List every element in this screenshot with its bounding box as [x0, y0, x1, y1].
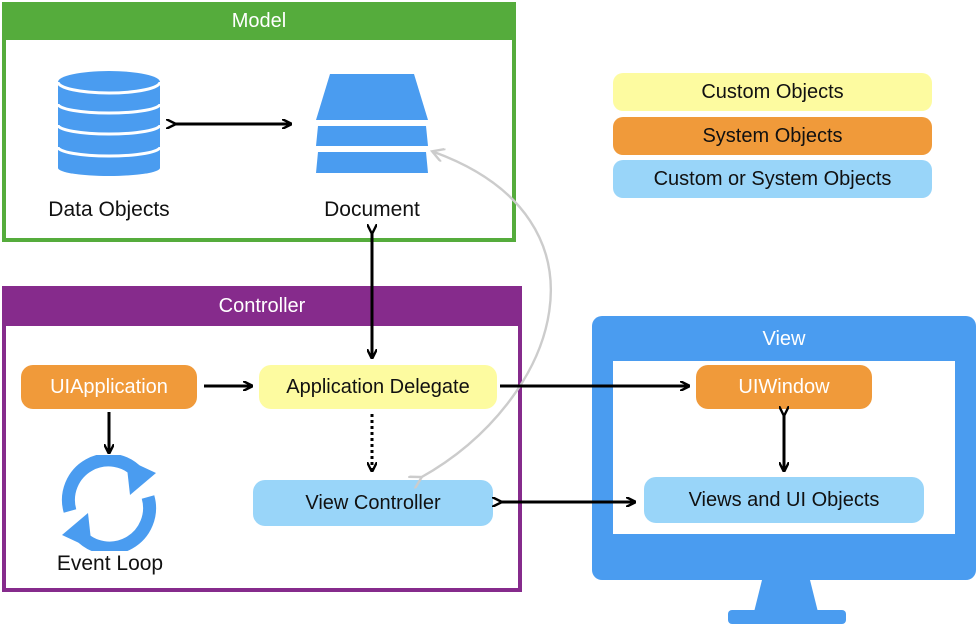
event-loop-label: Event Loop — [56, 552, 164, 575]
document-label: Document — [324, 198, 420, 221]
database-icon — [56, 71, 162, 176]
view-title: View — [762, 327, 806, 350]
legend-custom-objects: Custom Objects — [613, 73, 932, 111]
view-controller-node: View Controller — [253, 480, 493, 526]
document-icon — [316, 74, 428, 173]
application-delegate-node: Application Delegate — [259, 365, 497, 409]
uiapplication-node: UIApplication — [21, 365, 197, 409]
view-controller-to-document-arrow — [420, 152, 552, 478]
uiwindow-node: UIWindow — [696, 365, 872, 409]
views-ui-objects-node: Views and UI Objects — [644, 477, 924, 523]
refresh-icon — [61, 455, 157, 551]
legend-system-objects: System Objects — [613, 117, 932, 155]
legend-custom-or-system-objects: Custom or System Objects — [613, 160, 932, 198]
data-objects-label: Data Objects — [48, 198, 170, 221]
model-title: Model — [2, 2, 516, 40]
